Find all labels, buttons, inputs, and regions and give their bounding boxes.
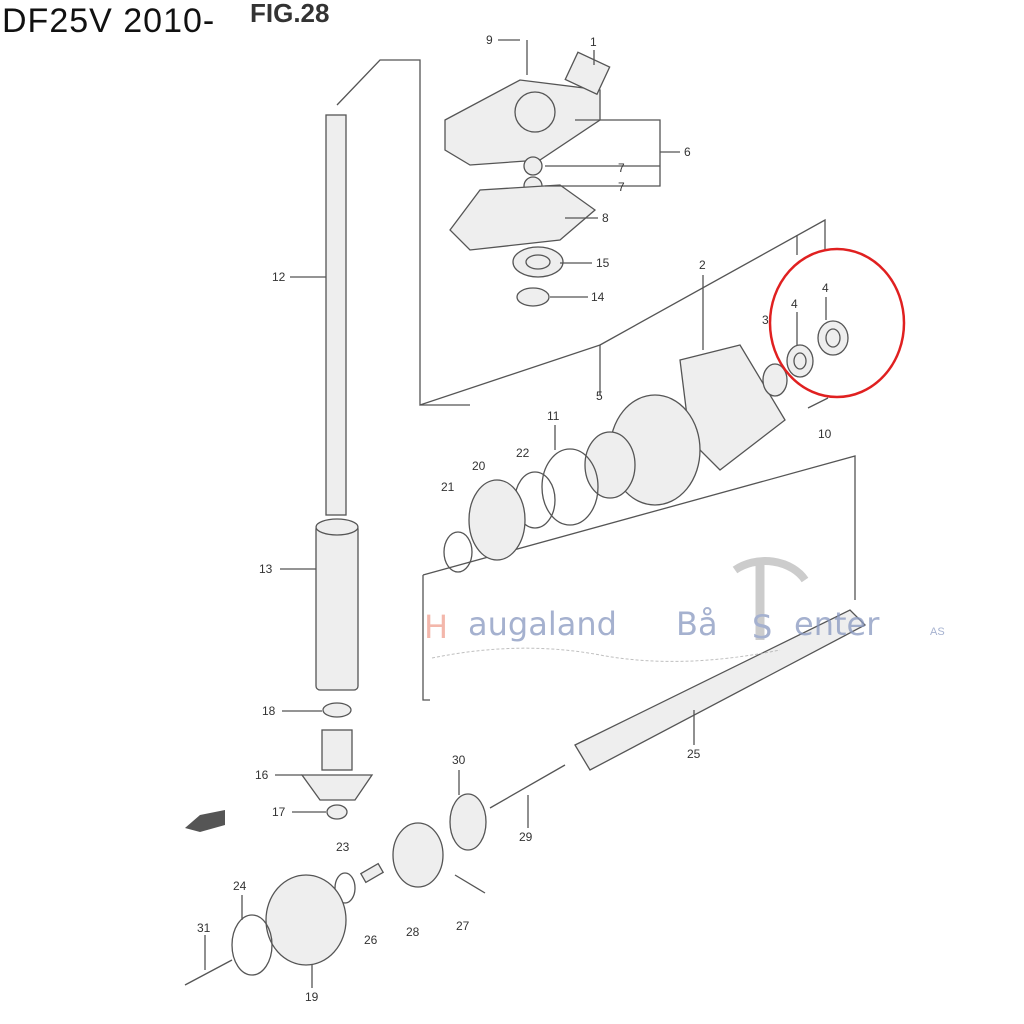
- part-label: 17: [272, 805, 286, 819]
- part-label: 15: [596, 256, 610, 270]
- part-label: 21: [441, 480, 455, 494]
- part-label: 13: [259, 562, 273, 576]
- watermark-logo: H augaland Bå S enter AS: [424, 557, 945, 662]
- part-label: 7: [618, 161, 625, 175]
- part-number-labels: 1 9 6 7 7 8 15 14 12 2 3 4 4 10 5 11 22 …: [197, 33, 832, 1004]
- part-label: 7: [618, 180, 625, 194]
- part-label: 6: [684, 145, 691, 159]
- watermark-s: S: [752, 608, 772, 646]
- part-label: 3: [762, 313, 769, 327]
- highlight-circle: [768, 247, 906, 399]
- part-label: 23: [336, 840, 350, 854]
- part-label: 27: [456, 919, 470, 933]
- part-label: 18: [262, 704, 276, 718]
- forward-gear-assembly: [443, 320, 849, 573]
- part-label: 22: [516, 446, 530, 460]
- diagram-title: DF25V 2010-: [2, 2, 216, 40]
- assembly-frames: [336, 59, 856, 701]
- part-label: 11: [547, 409, 560, 423]
- part-label: 31: [197, 921, 211, 935]
- propeller-shaft: [184, 609, 867, 986]
- part-label: 2: [699, 258, 706, 272]
- drive-shaft: [300, 114, 374, 820]
- watermark-suffix: AS: [930, 626, 945, 638]
- part-label: 1: [590, 35, 597, 49]
- part-label: 4: [791, 297, 798, 311]
- watermark-word2: Bå: [676, 605, 718, 643]
- part-label: 26: [364, 933, 378, 947]
- part-label: 20: [472, 459, 486, 473]
- figure-number: FIG.28: [250, 0, 330, 28]
- part-label: 25: [687, 747, 701, 761]
- watermark-h: H: [424, 608, 448, 646]
- part-label: 9: [486, 33, 493, 47]
- part-label: 24: [233, 879, 247, 893]
- part-label: 8: [602, 211, 609, 225]
- part-label: 5: [596, 389, 603, 403]
- part-label: 16: [255, 768, 269, 782]
- watermark-word1: augaland: [468, 605, 617, 643]
- leader-lines: [204, 39, 827, 988]
- part-label: 10: [818, 427, 832, 441]
- watermark-word3: enter: [794, 605, 880, 643]
- part-label: 14: [591, 290, 605, 304]
- water-pump-case: [444, 40, 611, 307]
- forward-arrow-icon: [185, 810, 225, 832]
- part-label: 28: [406, 925, 420, 939]
- part-label: 29: [519, 830, 533, 844]
- part-label: 4: [822, 281, 829, 295]
- part-label: 30: [452, 753, 466, 767]
- part-label: 19: [305, 990, 319, 1004]
- part-label: 12: [272, 270, 286, 284]
